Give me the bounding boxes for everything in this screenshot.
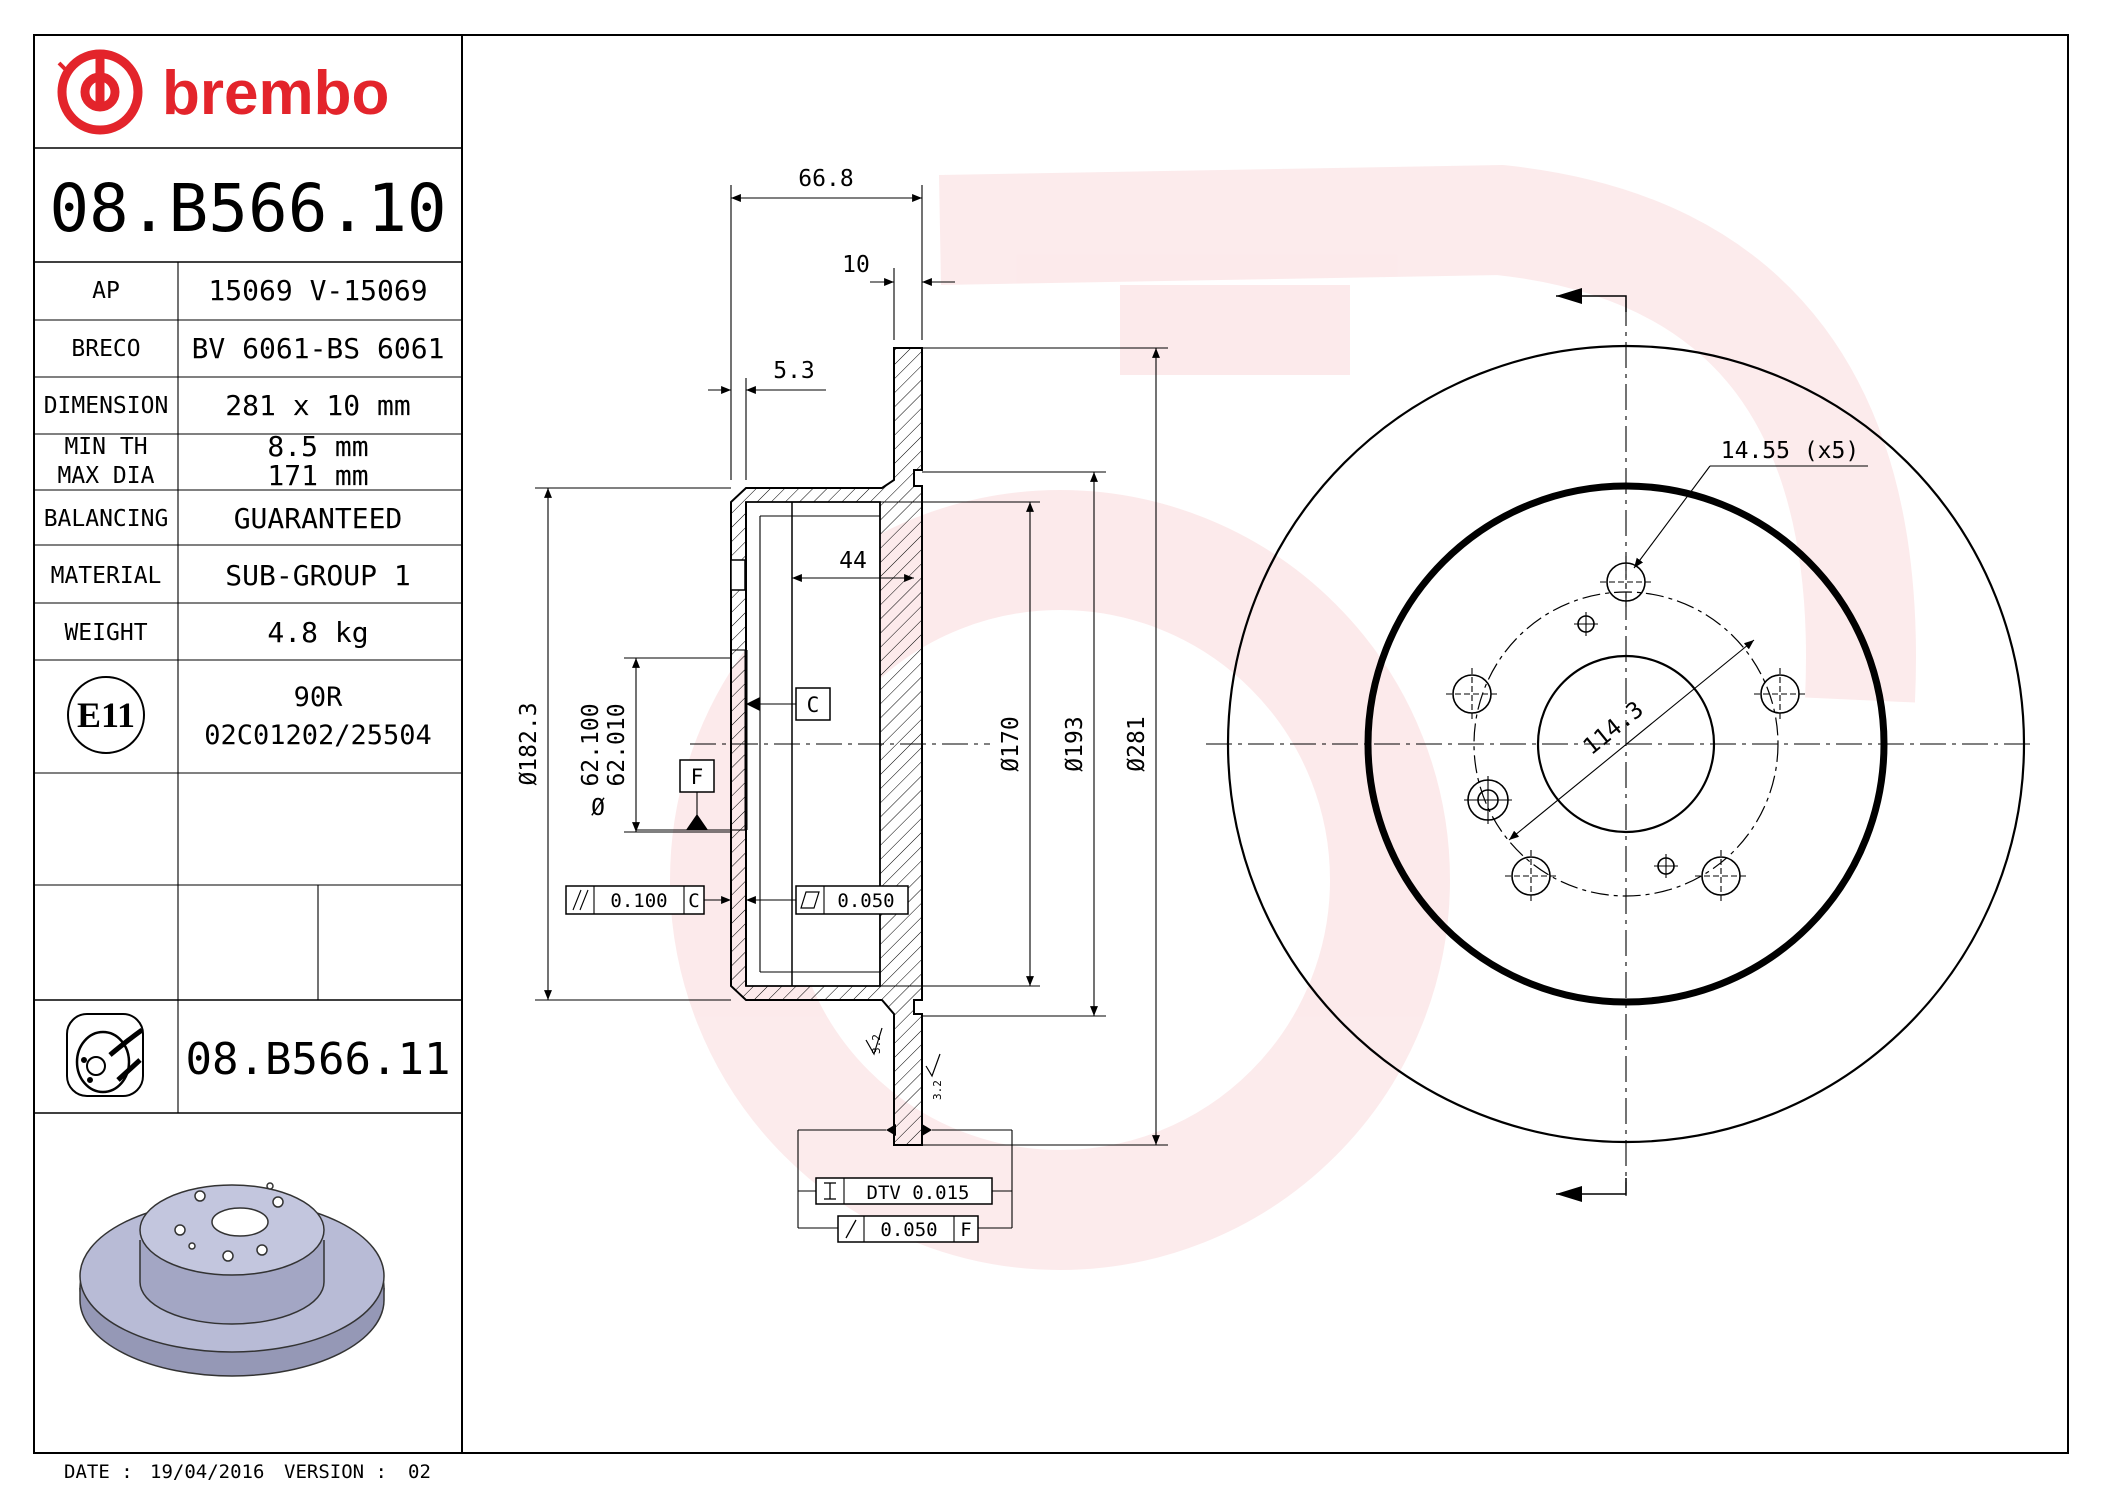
roughness-symbol-2 bbox=[925, 1053, 941, 1078]
min-th-value: 8.5 mm bbox=[267, 430, 368, 463]
runout-frame bbox=[837, 1215, 979, 1243]
footer-date-label: DATE : bbox=[64, 1461, 133, 1483]
spec-value-balancing: GUARANTEED bbox=[234, 502, 403, 535]
spec-label-balancing: BALANCING bbox=[44, 506, 169, 532]
spec-value-weight: 4.8 kg bbox=[267, 616, 368, 649]
dim-hat-wall: 5.3 bbox=[773, 358, 815, 384]
sheet-frame bbox=[33, 34, 2069, 1454]
spec-value-material: SUB-GROUP 1 bbox=[225, 559, 410, 592]
datum-c-marker bbox=[746, 697, 760, 711]
footer-version: 02 bbox=[408, 1461, 431, 1483]
min-th-label: MIN TH bbox=[64, 434, 147, 460]
footer-date: 19/04/2016 bbox=[150, 1461, 264, 1483]
dim-bolt-hole: 14.55 (x5) bbox=[1721, 438, 1859, 464]
dim-total-height: 66.8 bbox=[798, 166, 853, 192]
dim-dia-193: Ø193 bbox=[1062, 716, 1088, 771]
approval-line-2: 02C01202/25504 bbox=[204, 720, 432, 751]
spec-label-dimension: DIMENSION bbox=[44, 393, 169, 419]
roughness-symbol-1 bbox=[865, 1027, 883, 1056]
datum-c-label: C bbox=[807, 693, 820, 717]
dia-symbol-62: Ø bbox=[591, 795, 605, 821]
section-view: 66.8 10 5.3 44 Ø182.3 62.100 62.010 Ø Ø1… bbox=[516, 166, 1168, 1243]
spec-value-ap: 15069 V-15069 bbox=[208, 274, 427, 307]
approval-line-1: 90R bbox=[294, 682, 344, 713]
runout-value: 0.050 bbox=[880, 1219, 937, 1241]
part-number: 08.B566.10 bbox=[49, 170, 446, 247]
dim-pcd: 114.3 bbox=[1579, 697, 1649, 761]
flatness-frame bbox=[746, 885, 909, 915]
spec-label-weight: WEIGHT bbox=[64, 620, 147, 646]
dim-dia-62-hi: 62.100 bbox=[578, 703, 604, 786]
dim-disc-thickness: 10 bbox=[842, 252, 870, 278]
approval-mark: E11 bbox=[77, 695, 135, 735]
spec-value-breco: BV 6061-BS 6061 bbox=[192, 332, 445, 365]
parallelism-frame bbox=[565, 885, 731, 915]
flatness-value: 0.050 bbox=[837, 890, 894, 912]
spec-label-ap: AP bbox=[92, 278, 120, 304]
section-arrow-bottom bbox=[1556, 1186, 1582, 1202]
brembo-logo bbox=[57, 49, 143, 135]
datum-f-marker bbox=[686, 814, 708, 830]
runout-ref: F bbox=[960, 1219, 971, 1241]
disc-outer-edge bbox=[1226, 344, 2026, 1144]
dim-dia-182: Ø182.3 bbox=[516, 702, 542, 785]
spec-label-material: MATERIAL bbox=[51, 563, 162, 589]
dim-dia-62-lo: 62.010 bbox=[604, 703, 630, 786]
brand-name: brembo bbox=[162, 59, 389, 128]
title-block-grid bbox=[34, 147, 462, 1114]
max-dia-value: 171 mm bbox=[267, 459, 368, 492]
parallelism-ref: C bbox=[688, 890, 699, 912]
spec-label-breco: BRECO bbox=[71, 336, 140, 362]
dim-inner-depth: 44 bbox=[839, 548, 867, 574]
spec-value-dimension: 281 x 10 mm bbox=[225, 389, 410, 422]
roughness-value-2: 3.2 bbox=[931, 1080, 944, 1100]
parallelism-value: 0.100 bbox=[610, 890, 667, 912]
dim-dia-281: Ø281 bbox=[1124, 716, 1150, 771]
roughness-value-1: 3.2 bbox=[870, 1034, 883, 1054]
coated-disc-icon bbox=[66, 1013, 144, 1097]
dtv-label: DTV 0.015 bbox=[867, 1182, 970, 1204]
e11-circle bbox=[67, 676, 145, 754]
braking-ring-inner-edge bbox=[1364, 482, 1888, 1006]
alt-part-number: 08.B566.11 bbox=[186, 1034, 451, 1085]
disc-3d-render bbox=[79, 1182, 385, 1377]
footer-version-label: VERSION : bbox=[284, 1461, 387, 1483]
locating-holes bbox=[1467, 615, 1675, 875]
max-dia-label: MAX DIA bbox=[58, 463, 155, 489]
dtv-frame bbox=[798, 1177, 1012, 1205]
section-arrow-top bbox=[1556, 288, 1582, 304]
datum-f-label: F bbox=[691, 765, 704, 789]
dim-dia-170: Ø170 bbox=[998, 716, 1024, 771]
